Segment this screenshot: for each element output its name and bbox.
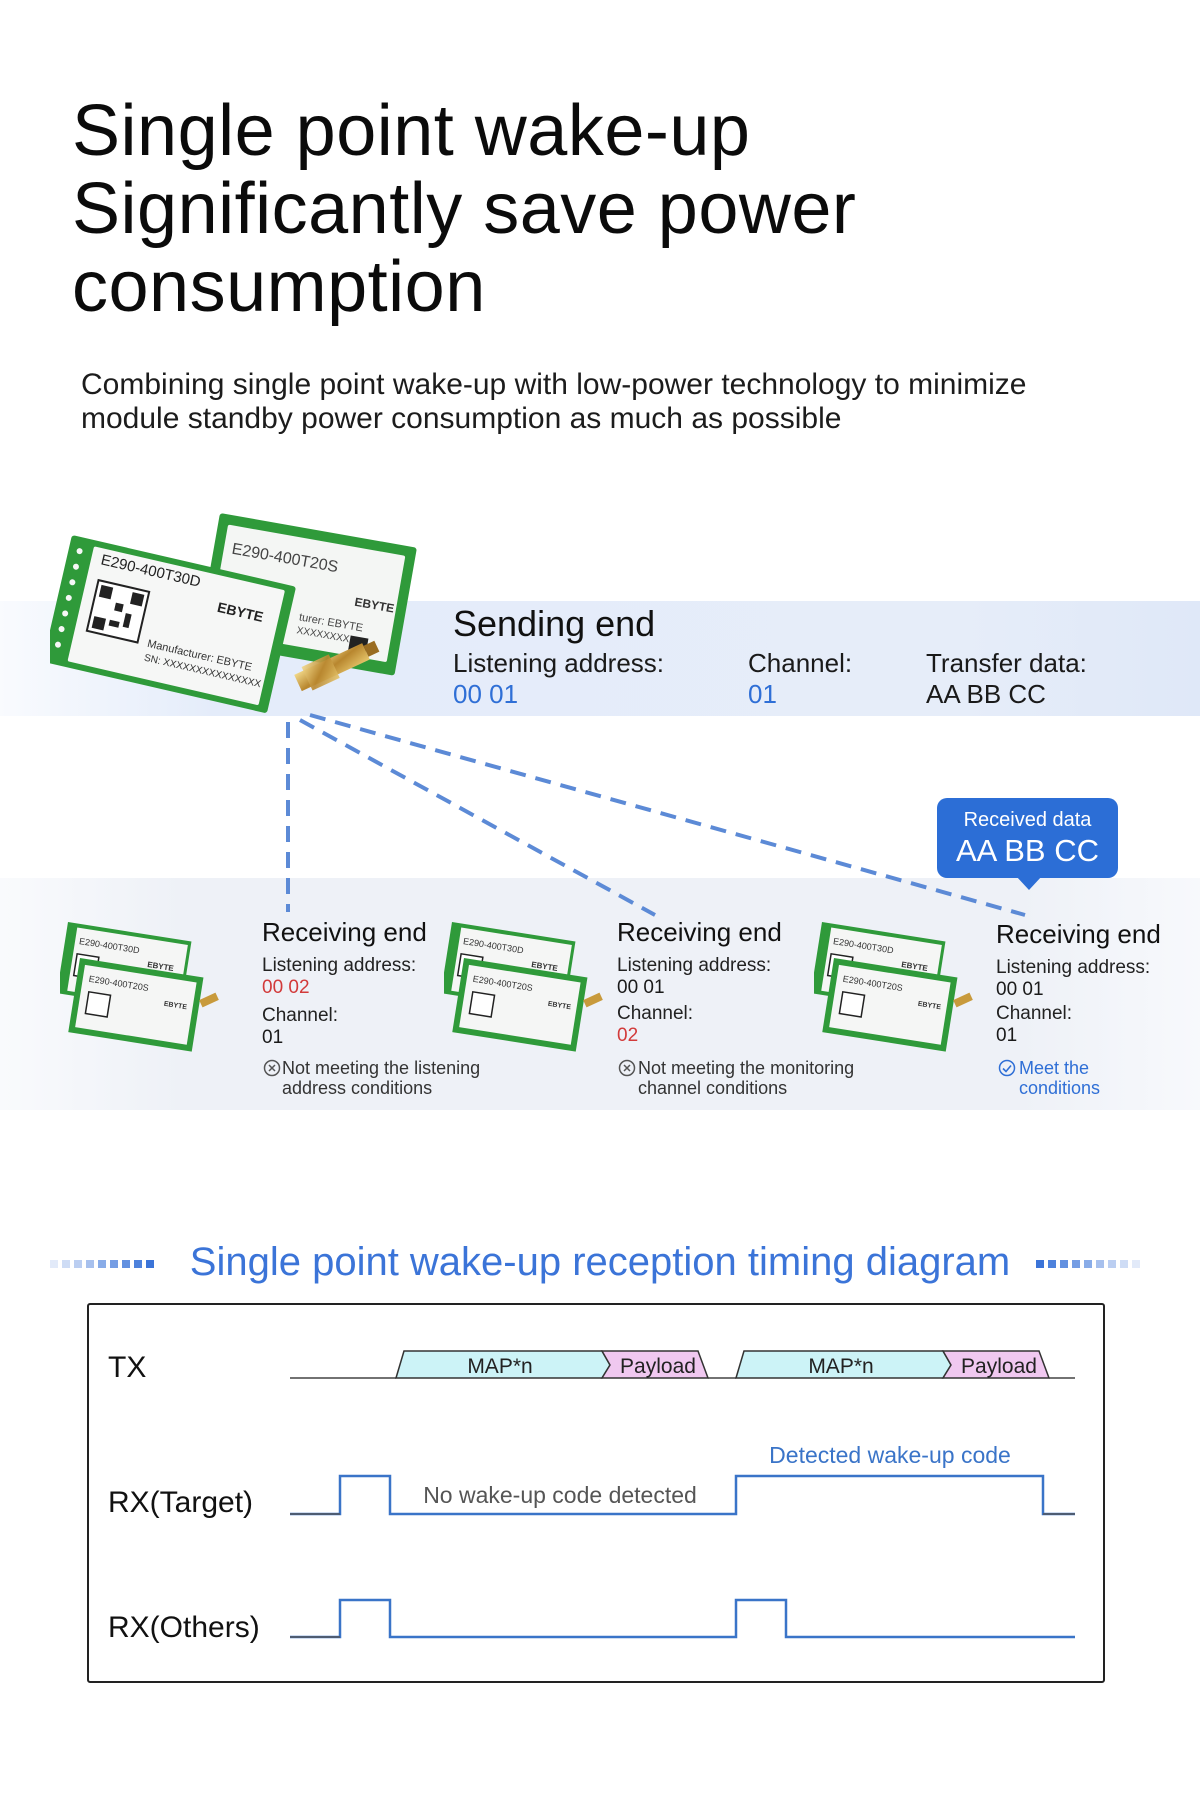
circle-x-icon	[263, 1059, 281, 1077]
receiver-3-note-line-1: Meet the	[1019, 1058, 1090, 1078]
sending-channel-value: 01	[748, 679, 777, 709]
timing-diagram-box	[87, 1303, 1105, 1683]
receiver-1-channel-value: 01	[262, 1027, 284, 1048]
detected-wakeup-note: Detected wake-up code	[769, 1442, 1011, 1468]
tx-payload-block-1	[600, 1350, 710, 1379]
tx-payload-label-2: Payload	[961, 1355, 1037, 1378]
bubble-tail	[1016, 876, 1042, 890]
receiver-2-module: E290-400T30D EBYTE E290-400T20S EBYTE	[444, 922, 603, 1052]
receiver-3-note-line-2: conditions	[1019, 1078, 1101, 1098]
receiver-1-address-label: Listening address:	[262, 955, 417, 976]
receiver-2-address-value: 00 01	[617, 977, 665, 998]
signal-label-tx: TX	[108, 1351, 147, 1384]
receiver-1-note-line-1: Not meeting the listening	[282, 1058, 481, 1078]
tx-map-label-1: MAP*n	[467, 1355, 532, 1378]
receiver-2-title: Receiving end	[617, 917, 782, 947]
tx-payload-label-1: Payload	[620, 1355, 696, 1378]
receiver-3-channel-value: 01	[996, 1025, 1018, 1046]
sending-channel-label: Channel:	[748, 648, 853, 678]
circle-x-icon	[618, 1059, 636, 1077]
title-right-dots	[1036, 1260, 1140, 1268]
signal-line-receiver-2	[299, 718, 656, 917]
receiver-2-channel-value: 02	[617, 1025, 639, 1046]
receiver-2-note-line-1: Not meeting the monitoring	[638, 1058, 855, 1078]
receiver-3-address-value: 00 01	[996, 979, 1044, 1000]
rx-others-waveform	[290, 1598, 1075, 1639]
rx-target-waveform: No wake-up code detected Detected wake-u…	[290, 1442, 1075, 1516]
receiver-3-address-label: Listening address:	[996, 957, 1151, 978]
back-module-brand: EBYTE	[353, 595, 395, 616]
signal-line-receiver-3	[309, 713, 1026, 917]
receiver-1-module: E290-400T30D EBYTE E290-400T20S EBYTE	[60, 922, 219, 1052]
receiver-2-channel-label: Channel:	[617, 1003, 694, 1024]
page-title: Single point wake-up Significantly save …	[72, 92, 1132, 326]
signal-label-rx-others: RX(Others)	[108, 1611, 260, 1644]
received-data-bubble: Received data AA BB CC	[937, 798, 1118, 878]
svg-text:EBYTE: EBYTE	[917, 1001, 941, 1012]
receiver-1-address-value: 00 02	[262, 977, 310, 998]
receiver-2-address-label: Listening address:	[617, 955, 772, 976]
receiver-3-channel-label: Channel:	[996, 1003, 1073, 1024]
svg-text:EBYTE: EBYTE	[547, 1001, 571, 1012]
transfer-data-label: Transfer data:	[926, 648, 1087, 678]
tx-map-label-2: MAP*n	[808, 1355, 873, 1378]
tx-payload-block-2	[941, 1350, 1051, 1379]
circle-check-icon	[998, 1059, 1016, 1077]
title-line-3: consumption	[72, 247, 486, 327]
sending-address-label: Listening address:	[453, 648, 665, 678]
timing-diagram-title: Single point wake-up reception timing di…	[189, 1240, 1011, 1284]
sma-connector	[294, 640, 380, 692]
transfer-data-value: AA BB CC	[926, 679, 1046, 709]
receiver-3-module: E290-400T30D EBYTE E290-400T20S EBYTE	[814, 922, 973, 1052]
page-subtitle: Combining single point wake-up with low-…	[81, 368, 1141, 436]
qr-code	[85, 578, 151, 644]
no-wakeup-note: No wake-up code detected	[423, 1482, 697, 1508]
front-module: E290-400T30D EBYTE Manufacturer: EBYTE S…	[50, 535, 296, 713]
received-data-value: AA BB CC	[956, 833, 1099, 868]
subtitle-line-2: module standby power consumption as much…	[81, 402, 842, 435]
tx-waveform: MAP*n Payload MAP*n Payload	[290, 1350, 1075, 1379]
sending-module-illustration: E290-400T20S EBYTE turer: EBYTE XXXXXXXX…	[50, 513, 417, 713]
signal-label-rx-target: RX(Target)	[108, 1486, 254, 1519]
sending-address-value: 00 01	[453, 679, 519, 709]
receiver-3-title: Receiving end	[996, 919, 1161, 949]
title-line-1: Single point wake-up	[72, 91, 751, 171]
receiver-2-note-line-2: channel conditions	[638, 1078, 788, 1098]
receiver-1-title: Receiving end	[262, 917, 427, 947]
receiver-1-note-line-2: address conditions	[282, 1078, 433, 1098]
title-left-dots	[50, 1260, 154, 1268]
receiver-1-channel-label: Channel:	[262, 1005, 339, 1026]
title-line-2: Significantly save power	[72, 169, 857, 249]
received-data-label: Received data	[963, 809, 1092, 831]
svg-text:EBYTE: EBYTE	[163, 1001, 187, 1012]
subtitle-line-1: Combining single point wake-up with low-…	[81, 368, 1027, 401]
sending-end-title: Sending end	[453, 603, 656, 644]
